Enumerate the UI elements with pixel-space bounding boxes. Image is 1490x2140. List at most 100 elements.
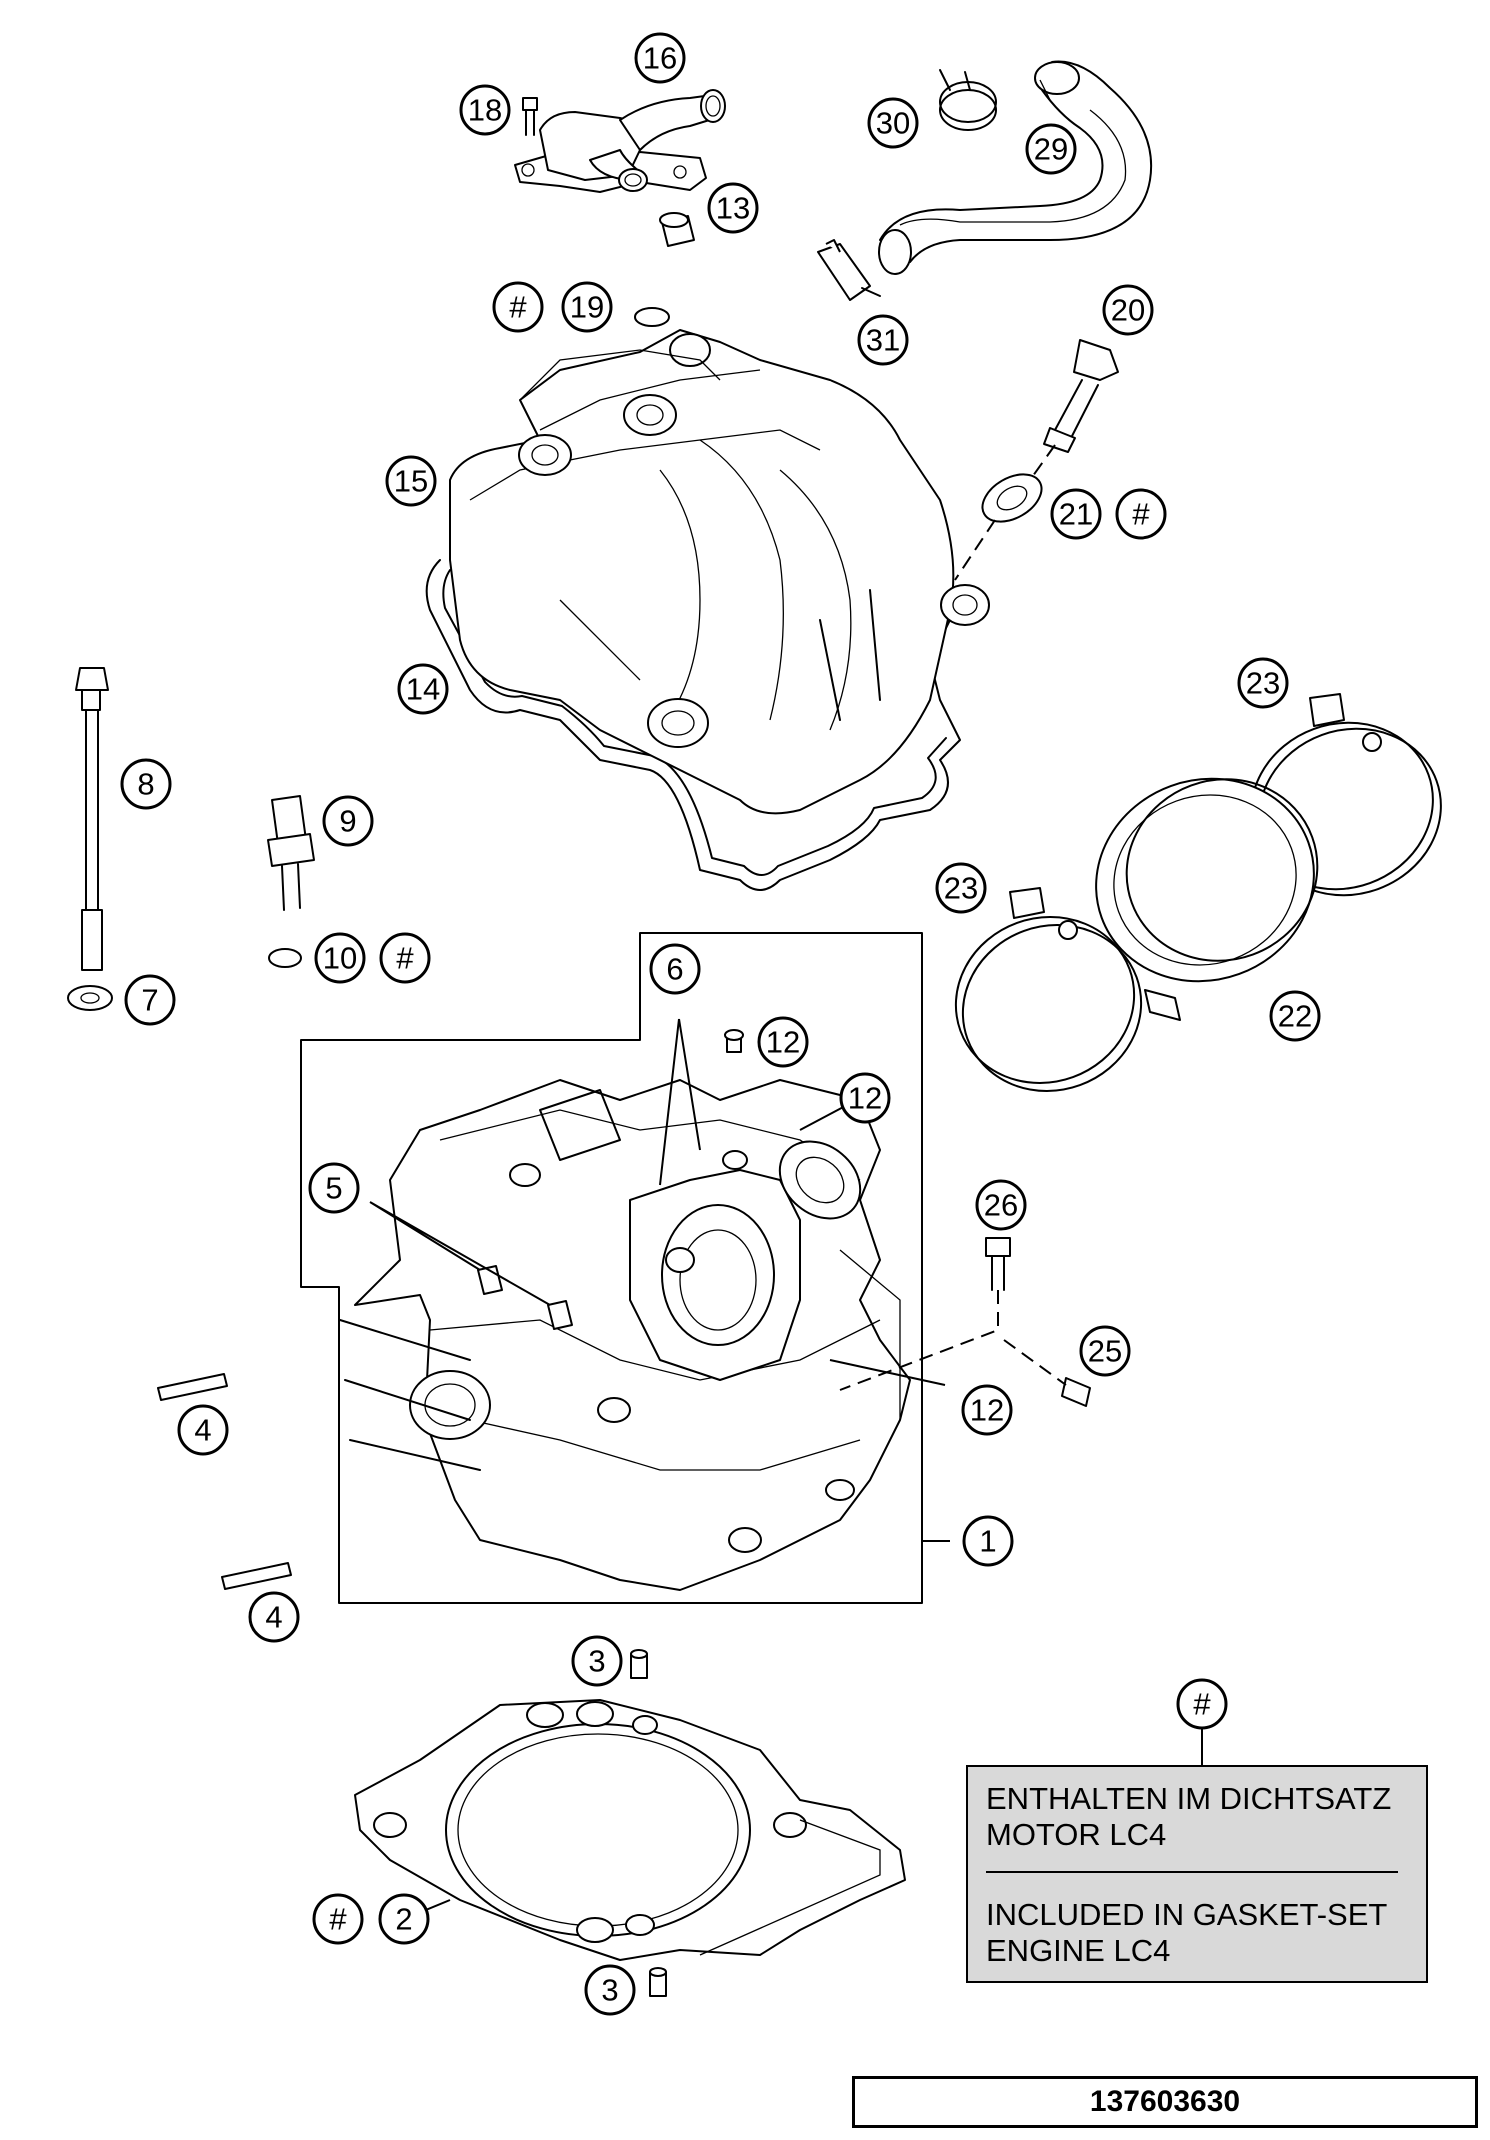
svg-text:30: 30 (876, 106, 910, 141)
legend-divider (986, 1871, 1398, 1873)
sensor-31-part (817, 239, 881, 301)
svg-text:29: 29 (1034, 132, 1068, 167)
svg-text:2: 2 (395, 1902, 412, 1937)
callout-22: 22 (1269, 990, 1321, 1042)
bolt-26-part (985, 1237, 1011, 1291)
svg-text:3: 3 (601, 1973, 618, 2008)
svg-text:4: 4 (194, 1413, 211, 1448)
callout-13: 13 (707, 182, 759, 234)
svg-text:19: 19 (570, 290, 604, 325)
callout-19: 19 (561, 281, 613, 333)
svg-text:13: 13 (716, 191, 750, 226)
dowel-pin-4-lower-part (221, 1562, 292, 1590)
gasket-set-legend: ENTHALTEN IM DICHTSATZ MOTOR LC4 INCLUDE… (966, 1765, 1428, 1983)
callout-23-lower: 23 (935, 862, 987, 914)
callout-10-hash: # (379, 932, 431, 984)
callout-18: 18 (459, 84, 511, 136)
callout-21: 21 (1050, 488, 1102, 540)
cylinder-head-frame (300, 932, 923, 1604)
callout-19-hash: # (492, 281, 544, 333)
cylinder-head-1-part (339, 1079, 911, 1591)
plug-13-part (659, 212, 695, 247)
svg-text:12: 12 (766, 1025, 800, 1060)
svg-text:16: 16 (643, 41, 677, 76)
callout-6: 6 (649, 943, 701, 995)
callout-30: 30 (867, 97, 919, 149)
stud-bolt-8-part (75, 667, 109, 971)
clamp-23-lower-part (954, 887, 1143, 1092)
legend-line-english-1: INCLUDED IN GASKET-SET (986, 1897, 1388, 1932)
callout-7: 7 (124, 974, 176, 1026)
screw-18-part (522, 97, 538, 136)
callout-3-upper: 3 (571, 1635, 623, 1687)
callout-12-bottom: 12 (961, 1384, 1013, 1436)
callout-9: 9 (322, 795, 374, 847)
thermostat-housing-part (514, 89, 726, 193)
svg-text:21: 21 (1059, 497, 1093, 532)
svg-text:20: 20 (1111, 293, 1145, 328)
callout-12-middle: 12 (839, 1072, 891, 1124)
callout-3-lower: 3 (584, 1964, 636, 2016)
svg-text:18: 18 (468, 93, 502, 128)
callout-21-hash: # (1115, 488, 1167, 540)
svg-text:10: 10 (323, 941, 357, 976)
callout-15: 15 (385, 455, 437, 507)
o-ring-19-part (634, 307, 670, 327)
screw-25-part (1061, 1377, 1091, 1407)
svg-text:4: 4 (265, 1600, 282, 1635)
temperature-sensor-9-part (267, 795, 315, 911)
callout-25: 25 (1079, 1325, 1131, 1377)
intake-flange-22-part (1095, 777, 1319, 1021)
plug-12-upper-part (724, 1029, 744, 1053)
callout-31: 31 (857, 314, 909, 366)
svg-text:14: 14 (406, 672, 440, 707)
callout-10: 10 (314, 932, 366, 984)
svg-text:23: 23 (1246, 666, 1280, 701)
callout-4-upper: 4 (177, 1404, 229, 1456)
svg-text:23: 23 (944, 871, 978, 906)
head-gasket-2-part (354, 1699, 906, 1961)
svg-text:26: 26 (984, 1188, 1018, 1223)
svg-text:#: # (1193, 1687, 1211, 1722)
callout-1: 1 (962, 1515, 1014, 1567)
dowel-sleeve-3-lower-part (649, 1967, 667, 1997)
svg-text:#: # (329, 1902, 347, 1937)
valve-cover-gasket-14-part (425, 559, 961, 891)
drawing-number: 137603630 (852, 2076, 1478, 2128)
svg-text:#: # (1132, 497, 1150, 532)
callout-16: 16 (634, 32, 686, 84)
svg-text:25: 25 (1088, 1334, 1122, 1369)
svg-text:7: 7 (141, 983, 158, 1018)
seal-21-part (981, 473, 1043, 523)
legend-line-german-1: ENTHALTEN IM DICHTSATZ (986, 1781, 1392, 1816)
leader-6 (659, 1018, 701, 1186)
callout-8: 8 (120, 758, 172, 810)
svg-text:9: 9 (339, 804, 356, 839)
callout-20: 20 (1102, 284, 1154, 336)
callout-legend-hash: # (1176, 1678, 1228, 1730)
svg-text:15: 15 (394, 464, 428, 499)
callout-5: 5 (308, 1162, 360, 1214)
svg-text:31: 31 (866, 323, 900, 358)
svg-text:5: 5 (325, 1171, 342, 1206)
callout-2-hash: # (312, 1893, 364, 1945)
dowel-pin-4-upper-part (157, 1373, 228, 1401)
callout-23-upper: 23 (1237, 657, 1289, 709)
callout-2: 2 (378, 1893, 430, 1945)
svg-text:22: 22 (1278, 999, 1312, 1034)
callout-26: 26 (975, 1179, 1027, 1231)
callout-14: 14 (397, 663, 449, 715)
valve-cover-15-part (449, 329, 990, 815)
legend-line-german-2: MOTOR LC4 (986, 1817, 1167, 1852)
dowel-sleeve-3-upper-part (630, 1649, 648, 1679)
bolt-20-part (1043, 339, 1119, 453)
clamp-30-part (939, 69, 997, 131)
svg-text:12: 12 (970, 1393, 1004, 1428)
svg-text:#: # (509, 290, 527, 325)
callout-29: 29 (1025, 123, 1077, 175)
svg-text:#: # (396, 941, 414, 976)
svg-text:3: 3 (588, 1644, 605, 1679)
legend-line-english-2: ENGINE LC4 (986, 1933, 1171, 1968)
leader-12c (829, 1359, 946, 1386)
